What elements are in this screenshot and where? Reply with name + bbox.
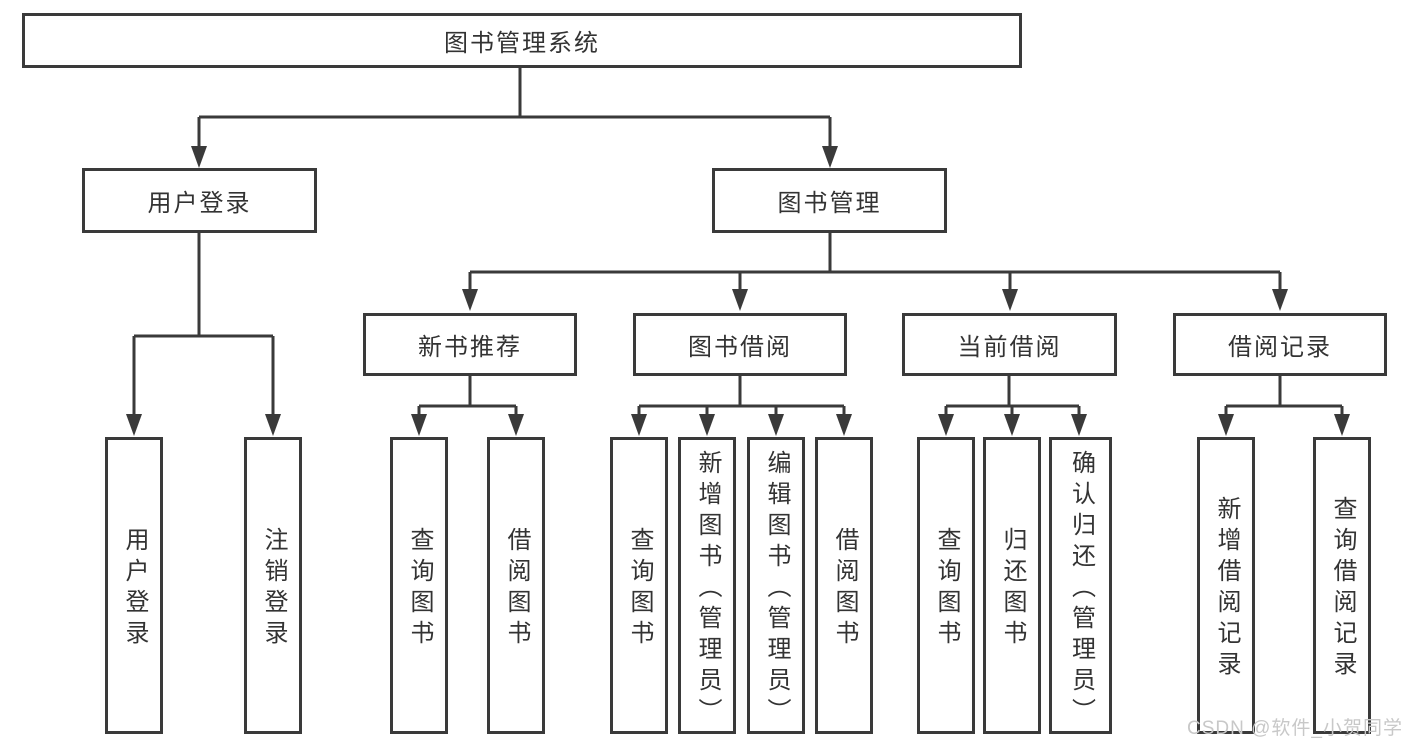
node-book-management: 图书管理 xyxy=(712,168,947,233)
connector-bookborrow-to-children xyxy=(631,376,852,436)
node-label: 查询图书 xyxy=(406,527,433,651)
node-query-books-current: 查询图书 xyxy=(917,437,975,734)
node-book-borrowing: 图书借阅 xyxy=(633,313,847,376)
node-label: 确认归还（管理员） xyxy=(1067,449,1095,729)
connector-userlogin-to-children xyxy=(126,233,281,436)
connector-bookmgmt-to-level2 xyxy=(462,233,1288,311)
node-label: 借阅图书 xyxy=(831,527,858,651)
node-label: 注销登录 xyxy=(260,527,287,651)
node-label: 查询图书 xyxy=(626,527,653,651)
node-query-borrow-record: 查询借阅记录 xyxy=(1313,437,1371,734)
node-query-books-borrow: 查询图书 xyxy=(610,437,668,734)
node-label: 查询借阅记录 xyxy=(1329,496,1356,682)
connector-root-to-level1 xyxy=(191,68,838,168)
node-add-borrow-record: 新增借阅记录 xyxy=(1197,437,1255,734)
node-borrow-books-action: 借阅图书 xyxy=(815,437,873,734)
node-add-books-admin: 新增图书（管理员） xyxy=(678,437,736,734)
node-label: 编辑图书（管理员） xyxy=(763,449,790,729)
node-logout-action: 注销登录 xyxy=(244,437,302,734)
node-borrowing-records: 借阅记录 xyxy=(1173,313,1387,376)
node-user-login: 用户登录 xyxy=(82,168,317,233)
node-label: 归还图书 xyxy=(999,527,1026,651)
node-confirm-return-admin: 确认归还（管理员） xyxy=(1049,437,1112,734)
node-edit-books-admin: 编辑图书（管理员） xyxy=(747,437,805,734)
node-label: 用户登录 xyxy=(121,527,148,651)
node-query-books-new: 查询图书 xyxy=(390,437,448,734)
connector-newbooks-to-children xyxy=(411,376,524,436)
node-label: 查询图书 xyxy=(933,527,960,651)
connector-currentborrow-to-children xyxy=(938,376,1087,436)
connector-borrowrecords-to-children xyxy=(1218,376,1350,436)
node-borrow-books-new: 借阅图书 xyxy=(487,437,545,734)
node-user-login-action: 用户登录 xyxy=(105,437,163,734)
node-library-management-system: 图书管理系统 xyxy=(22,13,1022,68)
node-current-borrowing: 当前借阅 xyxy=(902,313,1117,376)
watermark: CSDN @软件_小贺同学 xyxy=(1187,718,1403,739)
node-new-book-recommendation: 新书推荐 xyxy=(363,313,577,376)
node-label: 新增图书（管理员） xyxy=(694,449,721,729)
node-return-books: 归还图书 xyxy=(983,437,1041,734)
node-label: 新增借阅记录 xyxy=(1213,496,1240,682)
node-label: 借阅图书 xyxy=(503,527,530,651)
